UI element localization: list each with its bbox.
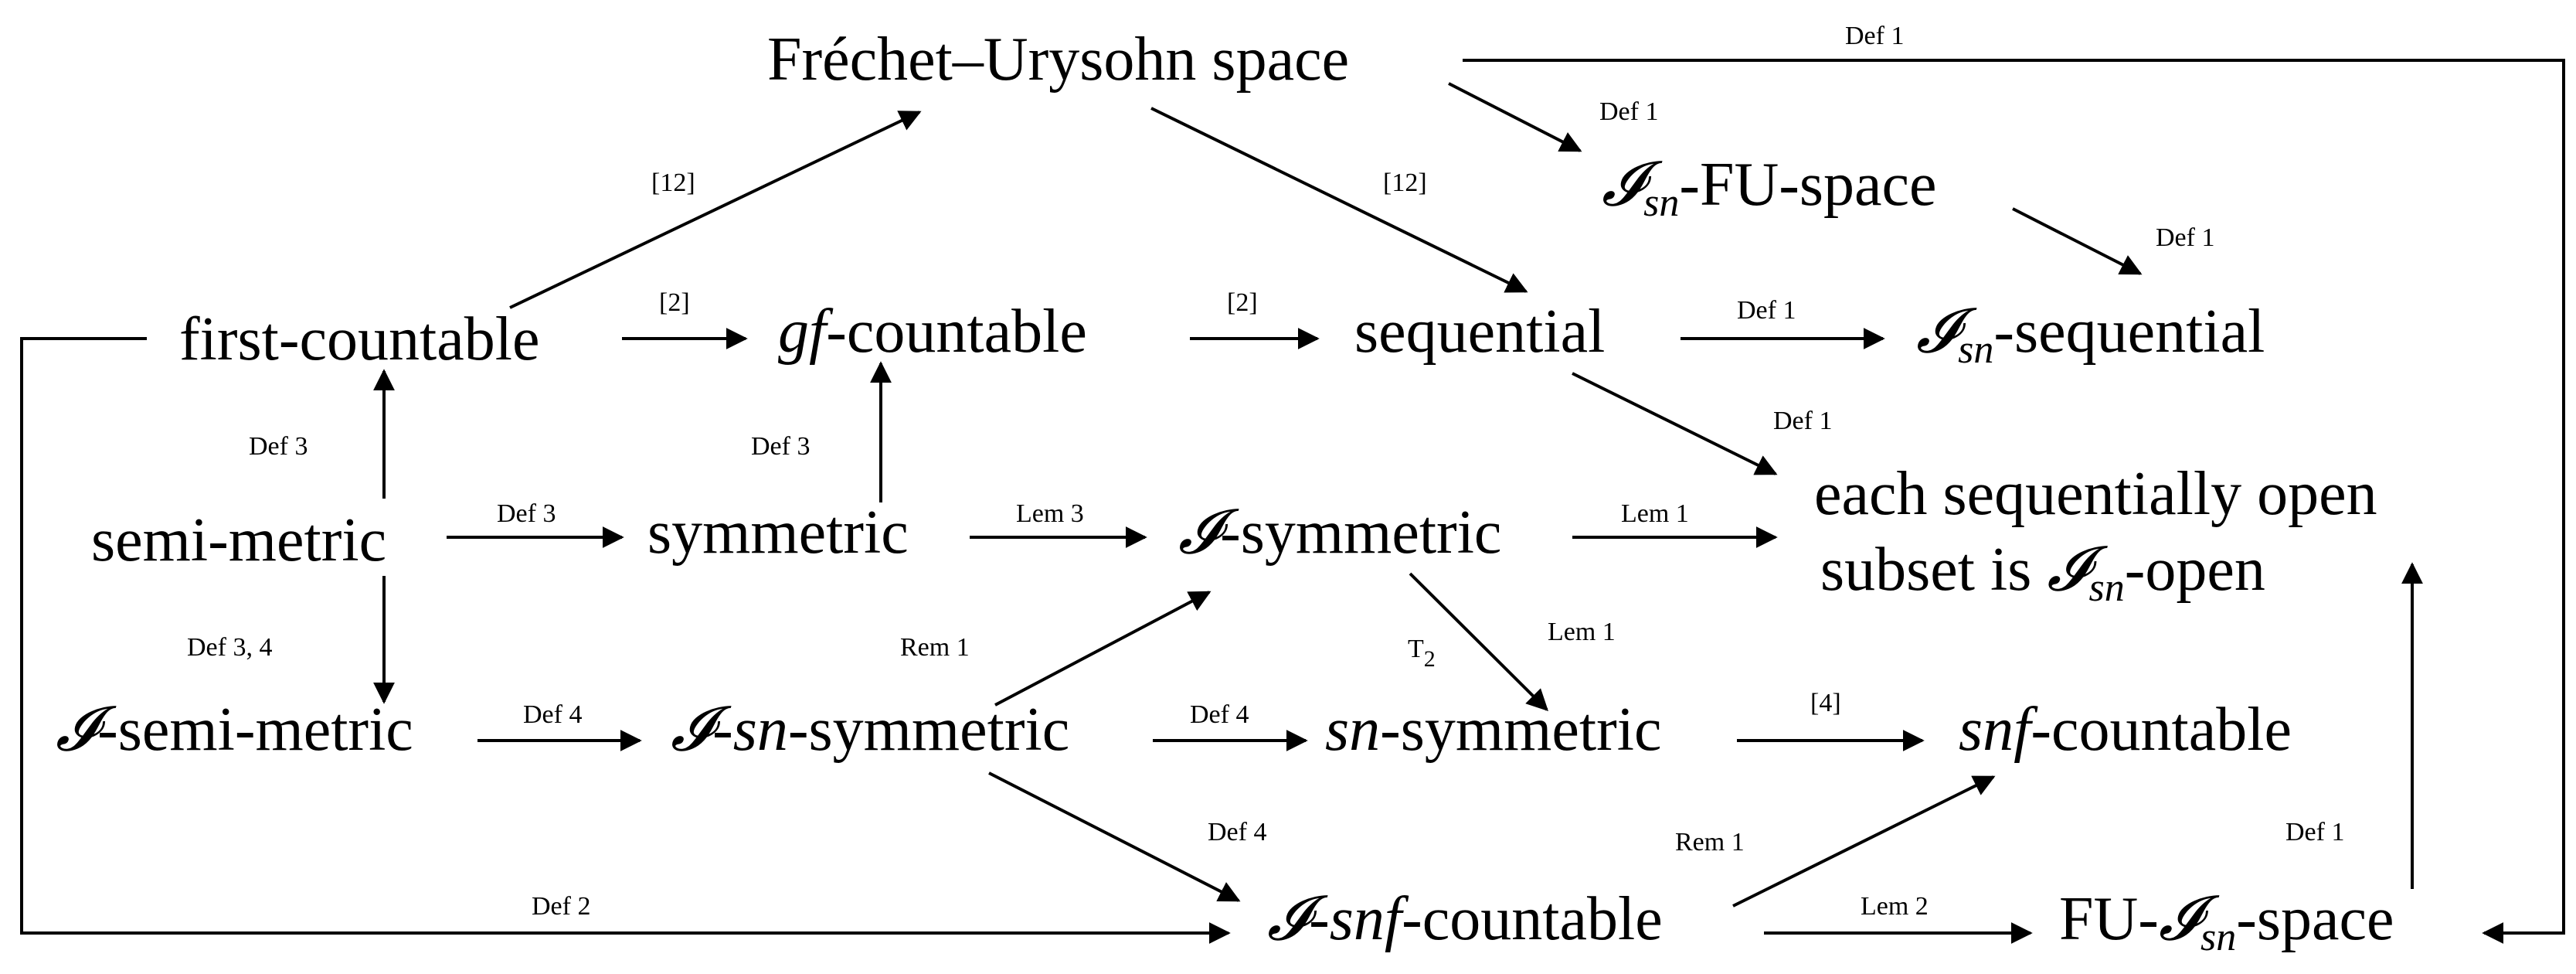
edge-label-first-to-isnf: Def 2: [532, 892, 590, 921]
edge-label-isnf-to-snf: Rem 1: [1675, 828, 1745, 857]
node-i-semi-metric: 𝓘-semi-metric: [56, 696, 413, 764]
edge-label-isn-fu-to-isn-seq: Def 1: [2156, 223, 2214, 252]
edge-label-snsym-to-snf: [4]: [1810, 689, 1841, 717]
node-i-sn-symmetric: 𝓘-sn-symmetric: [671, 696, 1069, 764]
edge-label-isemi-to-isnsym: Def 4: [523, 700, 582, 729]
node-each-seq-open-line1: each sequentially open: [1814, 460, 2377, 528]
edge-sequential-to-seq-open: [1572, 372, 1778, 475]
node-snf-countable: snf-countable: [1959, 696, 2292, 764]
edge-label-frechet-to-fu-isn-space: Def 1: [1845, 22, 1904, 50]
edge-label-isnsym-to-isnf: Def 4: [1208, 818, 1266, 846]
edge-label-isnsym-to-isym: Rem 1: [900, 633, 970, 662]
edge-i-snf-countable-to-snf-countable: [1732, 775, 1996, 908]
node-semi-metric: semi-metric: [91, 506, 386, 574]
edge-label-isnsym-to-snsym: Def 4: [1190, 700, 1249, 729]
node-each-seq-open-line2: subset is 𝓘sn-open: [1820, 536, 2265, 610]
edge-first-countable-to-i-snf-countable: [20, 337, 1231, 944]
edge-label-isym-to-snsym-t2: T2: [1408, 635, 1436, 672]
edge-i-sn-symmetric-to-i-snf-countable: [988, 771, 1241, 902]
node-sn-symmetric: sn-symmetric: [1325, 696, 1661, 764]
edge-label-semi-to-first: Def 3: [249, 432, 308, 461]
node-isn-fu-space: 𝓘sn-FU-space: [1602, 151, 1937, 225]
edge-label-sequential-to-seq-open: Def 1: [1773, 407, 1832, 435]
edge-frechet-to-isn-fu-space: [1448, 82, 1582, 152]
edge-label-gf-to-sequential: [2]: [1227, 288, 1258, 317]
edge-label-sequential-to-isn-seq: Def 1: [1737, 296, 1796, 325]
edge-label-semi-to-symmetric: Def 3: [497, 499, 556, 528]
node-sequential: sequential: [1354, 298, 1605, 366]
node-fu-isn-space: FU-𝓘sn-space: [2059, 885, 2394, 959]
edge-label-symmetric-to-isym: Lem 3: [1016, 499, 1084, 528]
edge-i-symmetric-to-sn-symmetric: [1409, 572, 1548, 711]
edge-label-first-to-frechet: [12]: [651, 169, 695, 197]
edge-label-isnf-to-fu-isn: Lem 2: [1861, 892, 1929, 921]
edge-first-countable-to-frechet: [509, 111, 922, 309]
edge-label-isym-to-snsym: Lem 1: [1548, 618, 1616, 646]
node-symmetric: symmetric: [647, 499, 909, 567]
edge-label-frechet-to-sequential: [12]: [1383, 169, 1427, 197]
node-i-symmetric: 𝓘-symmetric: [1178, 499, 1501, 567]
edge-i-sn-symmetric-to-i-symmetric: [994, 591, 1212, 707]
edge-label-fu-isn-to-seq-open: Def 1: [2285, 818, 2344, 846]
edge-frechet-to-sequential: [1150, 107, 1528, 293]
edge-label-symmetric-to-gf: Def 3: [751, 432, 810, 461]
edge-isn-fu-to-isn-sequential: [2012, 207, 2143, 275]
edge-frechet-to-fu-isn-space: [1463, 59, 2565, 944]
edge-label-semi-to-isemi: Def 3, 4: [187, 633, 272, 662]
node-frechet-urysohn-space: Fréchet–Urysohn space: [767, 26, 1349, 94]
node-isn-sequential: 𝓘sn-sequential: [1916, 298, 2265, 372]
node-first-countable: first-countable: [179, 305, 539, 373]
node-gf-countable: gf-countable: [778, 298, 1087, 366]
node-i-snf-countable: 𝓘-snf-countable: [1267, 885, 1663, 953]
edge-label-isym-to-seq-open: Lem 1: [1621, 499, 1689, 528]
edge-label-first-to-gf: [2]: [659, 288, 690, 317]
edge-label-frechet-to-isn-fu: Def 1: [1599, 97, 1658, 126]
